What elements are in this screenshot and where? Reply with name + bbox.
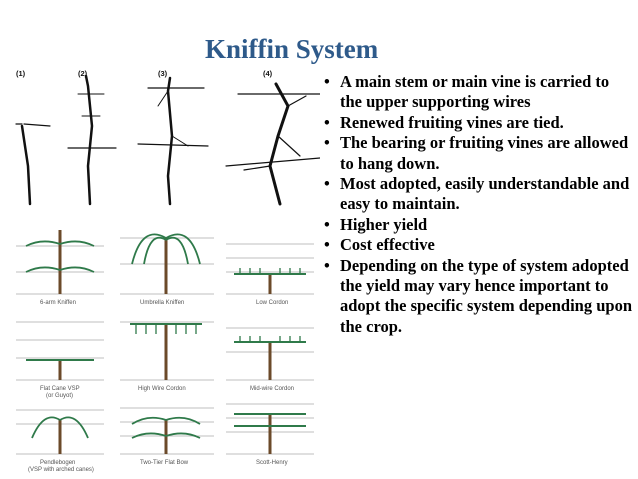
caption-two-tier-flat-bow: Two-Tier Flat Bow xyxy=(140,460,189,466)
slide-title: Kniffin System xyxy=(205,34,379,64)
mid-wire-cordon xyxy=(226,327,314,381)
bullet-item: Most adopted, easily understandable and … xyxy=(322,174,634,215)
flat-cane-vsp xyxy=(16,321,104,381)
figure-label-4: (4) xyxy=(263,69,273,78)
training-systems-grid: 6-arm Kniffen Umbrella Kniffen Low Cordo… xyxy=(16,230,314,473)
vine-3 xyxy=(166,76,174,206)
scott-henry xyxy=(226,403,314,455)
bullet-item: Cost effective xyxy=(322,235,634,256)
bullet-item: Depending on the type of system adopted … xyxy=(322,256,634,338)
figure-label-3: (3) xyxy=(158,69,168,78)
vine-4 xyxy=(268,82,290,206)
pendlebogen xyxy=(16,409,104,455)
bullet-item: The bearing or fruiting vines are allowe… xyxy=(322,133,634,174)
bullet-item: Higher yield xyxy=(322,215,634,236)
caption-flat-cane-vsp: Flat Cane VSP xyxy=(40,386,80,392)
caption-umbrella-kniffen: Umbrella Kniffen xyxy=(140,300,184,306)
high-wire-cordon xyxy=(120,321,214,381)
vine-2 xyxy=(84,74,94,206)
caption-mid-wire-cordon: Mid-wire Cordon xyxy=(250,386,294,392)
caption-high-wire-cordon: High Wire Cordon xyxy=(138,386,186,392)
caption-vsp-arched-canes: (VSP with arched canes) xyxy=(28,467,94,473)
low-cordon xyxy=(226,243,314,295)
bullet-list: A main stem or main vine is carried to t… xyxy=(322,72,634,337)
vine-1 xyxy=(20,124,32,206)
caption-or-guyot: (or Guyot) xyxy=(46,393,73,399)
two-tier-flat-bow xyxy=(120,407,214,455)
bullet-item: A main stem or main vine is carried to t… xyxy=(322,72,634,113)
caption-low-cordon: Low Cordon xyxy=(256,300,288,306)
caption-scott-henry: Scott-Henry xyxy=(256,460,288,466)
caption-six-arm-kniffen: 6-arm Kniffen xyxy=(40,300,76,306)
kniffin-diagram: (1) (2) (3) (4) xyxy=(15,69,320,206)
umbrella-kniffen xyxy=(120,233,214,295)
six-arm-kniffen xyxy=(16,230,104,295)
bullet-item: Renewed fruiting vines are tied. xyxy=(322,113,634,134)
figure-label-2: (2) xyxy=(78,69,88,78)
figure-label-1: (1) xyxy=(16,69,26,78)
caption-pendlebogen: Pendlebogen xyxy=(40,460,75,466)
